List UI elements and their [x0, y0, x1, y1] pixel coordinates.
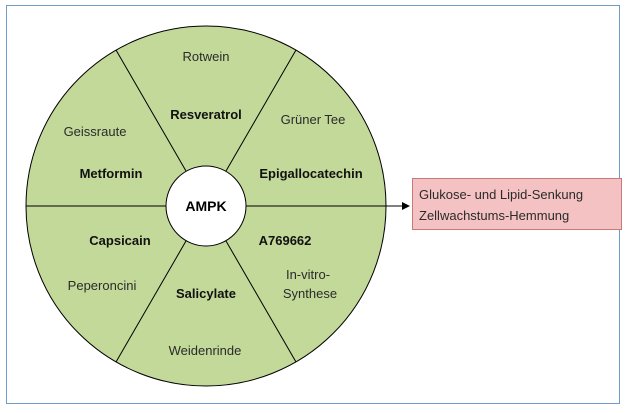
- spoke-lower-right: [225, 240, 297, 363]
- spoke-upper-left: [115, 49, 187, 172]
- compound-label-resveratrol: Resveratrol: [170, 107, 242, 122]
- center-circle: [165, 165, 247, 247]
- spoke-upper-right: [225, 49, 297, 172]
- source-label-geissraute: Geissraute: [64, 124, 127, 139]
- outcome-line-cell-growth: Zellwachstums-Hemmung: [419, 208, 570, 223]
- compound-label-salicylate: Salicylate: [176, 286, 236, 301]
- source-label-synthese: Synthese: [283, 286, 337, 301]
- source-label-gruener-tee: Grüner Tee: [281, 112, 346, 127]
- spoke-lower-left: [115, 240, 187, 363]
- outcome-line-glucose-lipid: Glukose- und Lipid-Senkung: [419, 187, 584, 202]
- outcome-box: Glukose- und Lipid-Senkung Zellwachstums…: [412, 178, 622, 230]
- source-label-peperoncini: Peperoncini: [68, 278, 137, 293]
- source-label-weidenrinde: Weidenrinde: [169, 343, 242, 358]
- compound-label-epigallocatechin: Epigallocatechin: [259, 166, 362, 181]
- compound-label-a769662: A769662: [259, 233, 312, 248]
- source-label-rotwein: Rotwein: [183, 49, 230, 64]
- compound-label-metformin: Metformin: [80, 166, 143, 181]
- compound-label-capsicain: Capsicain: [89, 233, 150, 248]
- center-label: AMPK: [185, 198, 226, 214]
- source-label-in-vitro: In-vitro-: [286, 267, 330, 282]
